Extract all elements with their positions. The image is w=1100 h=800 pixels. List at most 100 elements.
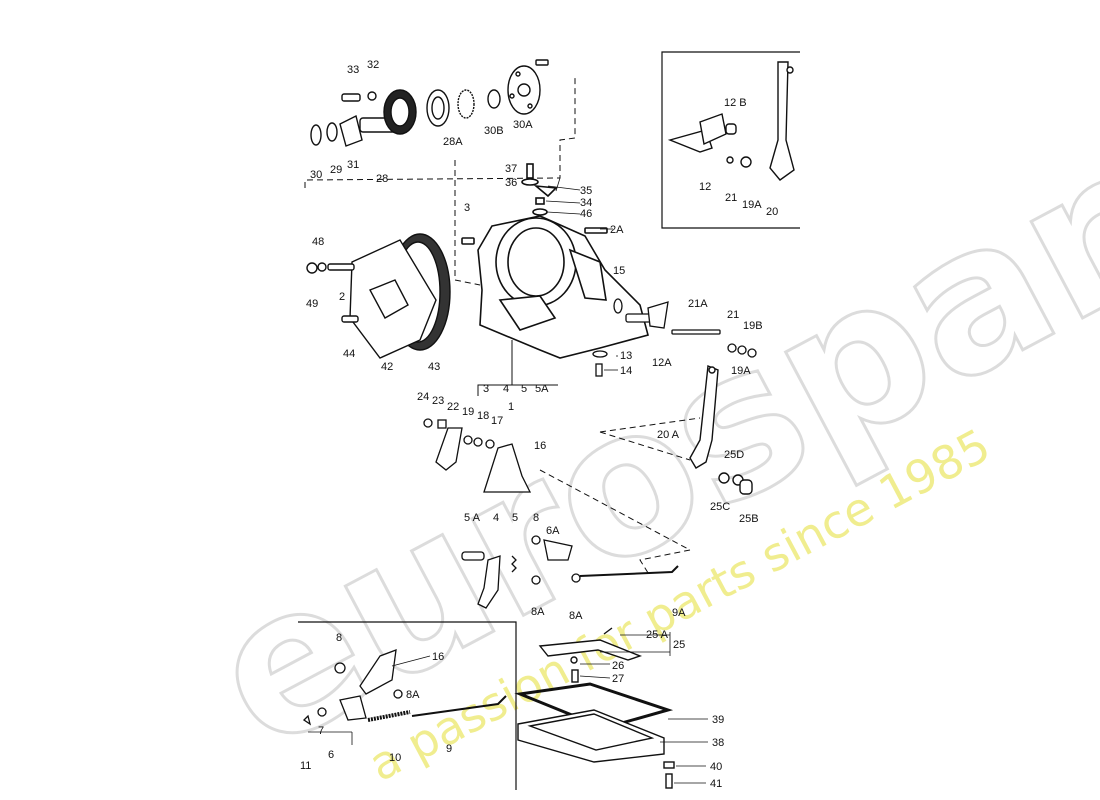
transmission-housing	[461, 163, 649, 359]
callout-26: 26	[612, 660, 624, 672]
washer-48	[317, 262, 327, 272]
callout-23: 23	[432, 395, 444, 407]
callout-41: 41	[710, 778, 722, 790]
pin-25A	[603, 627, 613, 635]
callout-29: 29	[330, 164, 342, 176]
callout-24: 24	[417, 391, 429, 403]
pin-11	[302, 714, 312, 726]
nut-24	[423, 418, 433, 428]
washer-21a	[726, 156, 734, 164]
watermark-brand: eurospares	[176, 0, 1100, 796]
callout-25D: 25D	[724, 449, 744, 461]
washer-7	[317, 707, 327, 717]
group-bracket-housing	[477, 340, 558, 396]
pin-5A	[461, 551, 485, 561]
group-label-1: 1	[508, 401, 514, 413]
callout-8A-right: 8A	[569, 610, 583, 622]
callout-inset-7: 7	[318, 725, 324, 737]
lever-4	[477, 555, 501, 609]
callout-9A: 9A	[672, 607, 686, 619]
bolt-2	[327, 263, 355, 271]
callout-48: 48	[312, 236, 324, 248]
callout-inset-8A: 8A	[406, 689, 420, 701]
washer-19	[463, 435, 473, 445]
washer-29	[326, 122, 338, 142]
lever-20A-assembly	[599, 365, 753, 495]
lever-20	[769, 61, 795, 181]
bolt-3	[461, 237, 475, 245]
callout-5: 5	[512, 512, 518, 524]
pump-assembly	[310, 59, 549, 147]
callout-28A: 28A	[443, 136, 463, 148]
callout-46: 46	[580, 208, 592, 220]
callout-16: 16	[534, 440, 546, 452]
bolt-33	[341, 93, 361, 102]
nut-49	[306, 262, 318, 274]
callout-22: 22	[447, 401, 459, 413]
callout-3: 3	[464, 202, 470, 214]
spring-5	[511, 555, 517, 573]
cover-assembly-42-43	[306, 233, 451, 359]
callout-12: 12	[699, 181, 711, 193]
clip-8A-inset	[393, 689, 403, 699]
plate-31	[339, 114, 363, 147]
callout-6A: 6A	[546, 525, 560, 537]
clip-8A-right	[571, 573, 581, 583]
callout-inset-8: 8	[336, 632, 342, 644]
inset-lever-assembly	[667, 61, 795, 181]
washer-21	[727, 343, 737, 353]
clip-8A-left	[531, 575, 541, 585]
callout-inset-11: 11	[300, 760, 311, 772]
callout-25B: 25B	[739, 513, 759, 525]
bush-12B	[725, 123, 737, 135]
callout-28: 28	[376, 173, 388, 185]
callout-5A: 5 A	[464, 512, 481, 524]
shaft-21A	[671, 329, 721, 335]
callout-42: 42	[381, 361, 393, 373]
group-label-5: 5	[521, 383, 527, 395]
callout-30: 30	[310, 169, 322, 181]
bolt-27	[571, 669, 579, 683]
callout-13: 13	[620, 350, 632, 362]
callout-33: 33	[347, 64, 359, 76]
shaft-12	[667, 129, 713, 153]
washer-19B	[737, 345, 747, 355]
washer-25C	[718, 472, 730, 484]
nut-19A	[740, 156, 752, 168]
nut-8-inset	[334, 662, 346, 674]
callout-30B: 30B	[484, 125, 504, 137]
group-label-4: 4	[503, 383, 509, 395]
washer-18	[473, 437, 483, 447]
lever-20A	[689, 365, 719, 469]
callout-20: 20	[766, 206, 778, 218]
gear	[457, 89, 475, 119]
leader-lines	[308, 177, 708, 784]
cap-25B	[739, 479, 753, 495]
callout-8A-left: 8A	[531, 606, 545, 618]
callout-31: 31	[347, 159, 359, 171]
bracket-25	[538, 639, 643, 661]
callout-30A: 30A	[513, 119, 533, 131]
bracket-6	[339, 695, 367, 721]
callout-20A: 20 A	[657, 429, 680, 441]
lever-16	[483, 443, 532, 493]
callout-43: 43	[428, 361, 440, 373]
callout-15: 15	[613, 265, 625, 277]
callout-19Aa: 19A	[742, 199, 762, 211]
seal-15	[613, 298, 623, 314]
washer-19A	[747, 348, 757, 358]
oil-pan-assembly	[514, 627, 675, 789]
bolt-44	[341, 315, 359, 323]
circlip-30	[310, 124, 322, 146]
callout-21A: 21A	[688, 298, 708, 310]
inset-box-upper-right	[661, 51, 800, 229]
group-label-3: 3	[483, 383, 489, 395]
washer-36	[521, 178, 539, 186]
vent-34	[535, 197, 545, 205]
inset-box-lower-left	[298, 621, 517, 790]
callout-labels: 33 32 30 29 31 28 28A 30B 30A 37 36 35 3…	[300, 59, 778, 790]
group-label-5A: 5A	[535, 383, 549, 395]
callout-39: 39	[712, 714, 724, 726]
bolt-41	[665, 773, 673, 789]
